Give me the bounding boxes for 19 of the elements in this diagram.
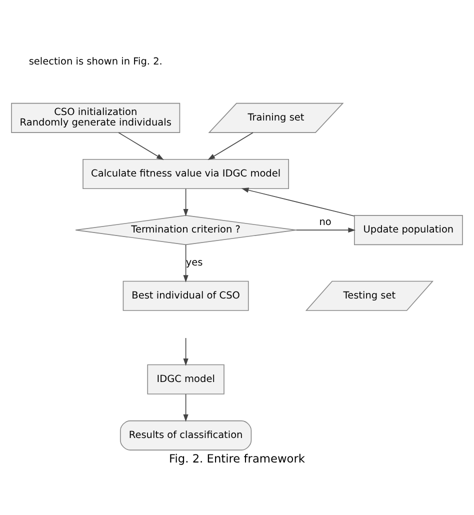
arrow xyxy=(183,393,188,422)
arrow xyxy=(296,227,356,232)
node-box: Results of classification xyxy=(120,420,252,450)
node-box: Best individual of CSO xyxy=(122,280,249,310)
arrow xyxy=(183,337,188,366)
node-box: IDGC model xyxy=(147,364,224,394)
node-box: CSO initialization Randomly generate individuals xyxy=(11,102,180,132)
arrow xyxy=(241,187,354,216)
arrow xyxy=(183,244,188,282)
arrow xyxy=(208,132,254,160)
node-diamond: Termination criterion ? xyxy=(75,214,296,245)
arrow xyxy=(118,132,164,160)
edge-label: no xyxy=(319,216,332,228)
label: selection is shown in Fig. 2. xyxy=(28,56,162,67)
arrow xyxy=(183,188,188,216)
node-box: Calculate fitness value via IDGC model xyxy=(82,158,289,189)
caption: Fig. 2. Entire framework xyxy=(169,450,305,465)
edge-label: yes xyxy=(186,257,203,268)
node-box: Update population xyxy=(354,214,463,245)
